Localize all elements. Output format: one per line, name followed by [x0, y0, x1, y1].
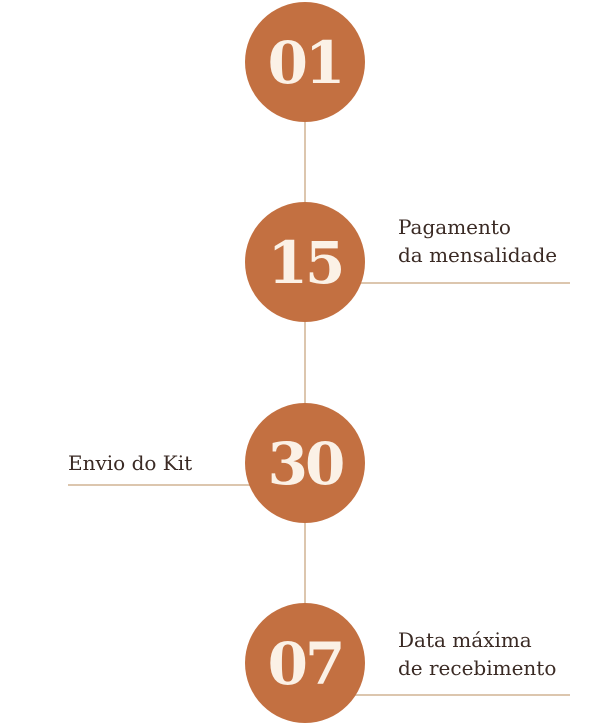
step-label-2: Pagamento da mensalidade: [398, 215, 558, 267]
step-circle-2: 15: [245, 202, 365, 322]
step-connector-2: [306, 282, 570, 284]
step-connector-4: [306, 694, 570, 696]
step-number-1: 01: [267, 29, 346, 97]
step-connector-3: [68, 484, 304, 486]
step-label-3: Envio do Kit: [68, 451, 193, 475]
step-label-4: Data máxima de recebimento: [398, 628, 557, 680]
step-number-4: 07: [267, 630, 346, 698]
step-circle-1: 01: [245, 2, 365, 122]
step-number-3: 30: [267, 430, 346, 498]
step-circle-3: 30: [245, 403, 365, 523]
step-number-2: 15: [267, 229, 346, 297]
step-circle-4: 07: [245, 603, 365, 723]
timeline-vertical-line: [304, 118, 306, 608]
